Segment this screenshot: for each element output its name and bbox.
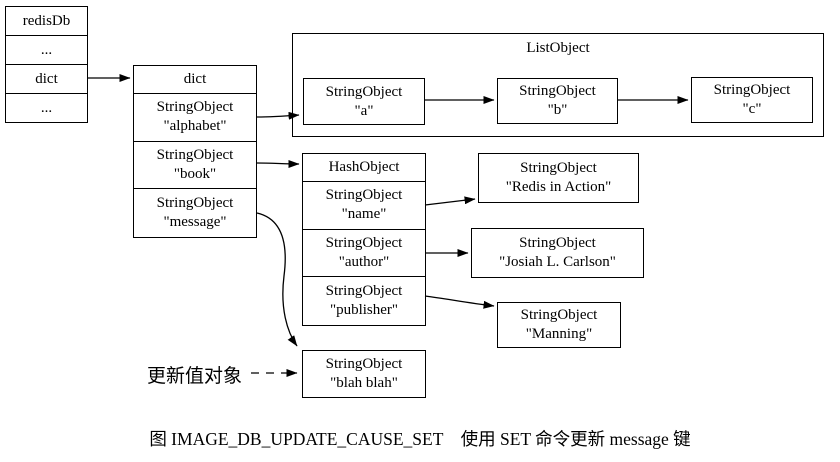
dict-row-book: StringObject "book"	[134, 142, 256, 190]
node-redis-in-action-value: "Redis in Action"	[505, 179, 612, 195]
node-string-c-value: "c"	[742, 101, 762, 117]
edge-name-to-redis-in-action	[424, 196, 476, 206]
node-manning-value: "Manning"	[525, 326, 593, 342]
hash-row-name-type: StringObject	[325, 187, 403, 204]
annotation-update-value-label: 更新值对象	[147, 366, 243, 387]
node-blah-blah: StringObject "blah blah"	[302, 350, 426, 398]
dict-table: dict StringObject "alphabet" StringObjec…	[133, 65, 257, 238]
edge-book-to-hashobject	[256, 159, 300, 168]
hash-row-author-value: "author"	[338, 253, 390, 270]
listobject-cluster-label: ListObject	[526, 40, 590, 56]
hash-row-publisher-type: StringObject	[325, 283, 403, 300]
hashobject-table-title: HashObject	[303, 154, 425, 182]
node-manning-type: StringObject	[520, 307, 598, 324]
node-blah-blah-value: "blah blah"	[330, 375, 398, 391]
hash-row-publisher-value: "publisher"	[329, 302, 399, 319]
redisdb-table: redisDb ... dict ...	[5, 6, 88, 123]
node-string-b-value: "b"	[547, 102, 568, 118]
node-redis-in-action: StringObject "Redis in Action"	[478, 153, 639, 203]
dict-table-title: dict	[134, 66, 256, 94]
dict-row-alphabet-value: "alphabet"	[163, 118, 227, 135]
edge-publisher-to-manning	[424, 295, 495, 309]
hash-row-name-value: "name"	[341, 206, 387, 223]
dict-row-message-value: "message"	[163, 214, 227, 231]
hash-row-name: StringObject "name"	[303, 182, 425, 230]
hash-row-publisher: StringObject "publisher"	[303, 277, 425, 325]
node-josiah-carlson-type: StringObject	[519, 235, 596, 252]
redisdb-row-dict: dict	[6, 65, 87, 94]
dict-row-alphabet-type: StringObject	[156, 99, 234, 116]
redisdb-row-title: redisDb	[6, 7, 87, 36]
hash-row-author: StringObject "author"	[303, 230, 425, 278]
node-string-b: StringObject "b"	[497, 78, 618, 124]
node-string-a-type: StringObject	[325, 83, 403, 100]
node-string-a: StringObject "a"	[303, 78, 425, 125]
redisdb-row-ellipsis-bottom: ...	[40, 99, 53, 116]
node-string-a-value: "a"	[354, 102, 374, 119]
hash-row-author-type: StringObject	[325, 235, 403, 252]
node-redis-in-action-type: StringObject	[520, 160, 597, 177]
node-manning: StringObject "Manning"	[497, 302, 621, 348]
dict-row-book-value: "book"	[173, 165, 217, 182]
edge-message-to-blah-blah	[256, 212, 298, 347]
node-string-c-type: StringObject	[713, 82, 791, 99]
node-josiah-carlson: StringObject "Josiah L. Carlson"	[471, 228, 644, 278]
node-josiah-carlson-value: "Josiah L. Carlson"	[499, 254, 616, 270]
dict-row-message: StringObject "message"	[134, 189, 256, 237]
node-string-b-type: StringObject	[519, 83, 596, 100]
figure-caption: 图 IMAGE_DB_UPDATE_CAUSE_SET 使用 SET 命令更新 …	[149, 429, 691, 449]
hashobject-table: HashObject StringObject "name" StringObj…	[302, 153, 426, 326]
redisdb-row-ellipsis-top: ...	[6, 36, 87, 65]
dict-row-alphabet: StringObject "alphabet"	[134, 94, 256, 142]
node-blah-blah-type: StringObject	[325, 356, 403, 373]
dict-row-book-type: StringObject	[156, 147, 234, 164]
dict-row-message-type: StringObject	[156, 195, 234, 212]
node-string-c: StringObject "c"	[691, 77, 813, 123]
